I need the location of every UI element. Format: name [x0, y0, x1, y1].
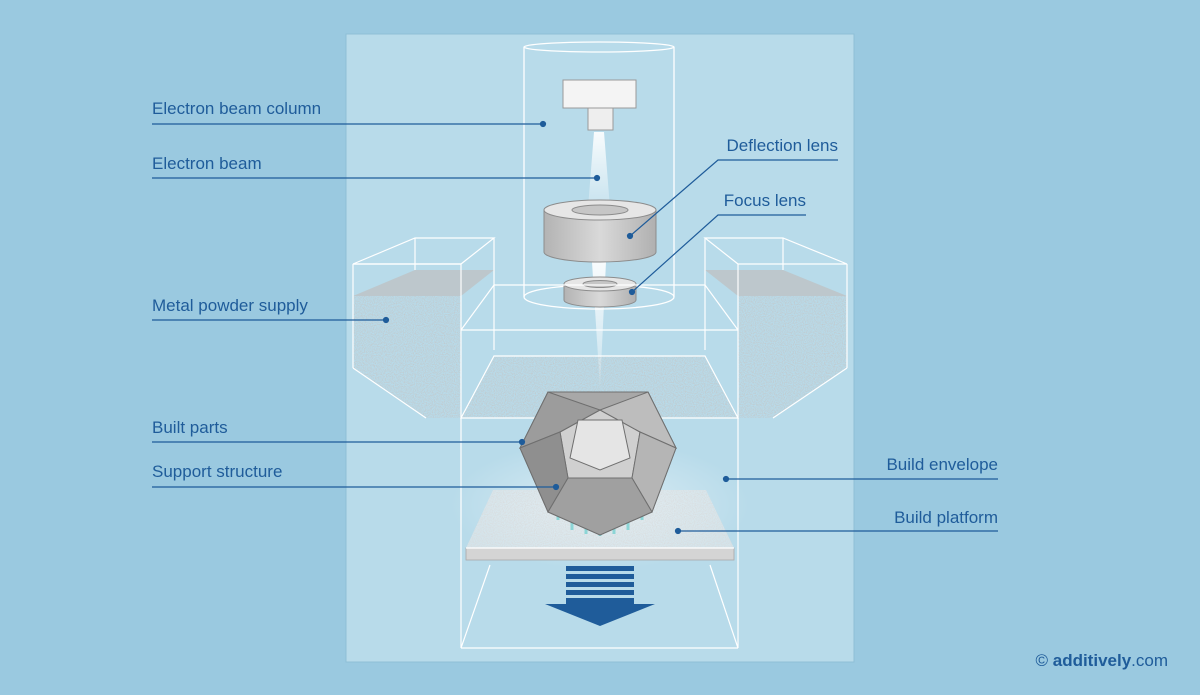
label-build-platform: Build platform [894, 508, 998, 527]
label-electron-beam: Electron beam [152, 154, 262, 173]
build-envelope [460, 418, 739, 649]
electron-gun [562, 79, 637, 131]
powder-hopper-left [352, 237, 496, 419]
deflection-lens [543, 199, 657, 263]
label-support-structure: Support structure [152, 462, 283, 481]
copyright-notice: © additively.com [1035, 651, 1168, 671]
brand-name: additively [1052, 651, 1132, 670]
built-part [518, 391, 678, 536]
label-metal-powder-supply: Metal powder supply [152, 296, 308, 315]
electron-beam [588, 132, 610, 208]
label-built-parts: Built parts [152, 418, 228, 437]
platform-lowering-arrow [545, 566, 655, 626]
label-deflection-lens: Deflection lens [726, 136, 838, 155]
powder-bed-frame [460, 284, 739, 331]
brand-domain-suffix: .com [1131, 651, 1168, 670]
powder-hopper-right [703, 237, 848, 419]
leader-focus-lens [631, 214, 806, 293]
leader-lines [152, 120, 998, 535]
label-focus-lens: Focus lens [723, 191, 806, 210]
focus-lens [563, 276, 637, 308]
label-electron-beam-column: Electron beam column [152, 99, 322, 118]
copyright-symbol: © [1035, 651, 1048, 670]
powder-bed-surface [461, 356, 738, 418]
label-build-envelope: Build envelope [886, 455, 998, 474]
leader-deflection-lens [629, 159, 838, 237]
